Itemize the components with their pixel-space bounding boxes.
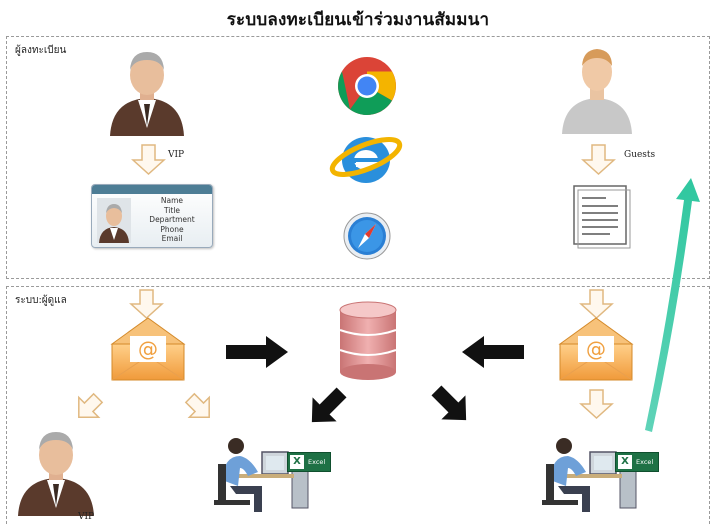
diagonal-arrow-down-left xyxy=(78,392,104,418)
registration-section-label: ผู้ลงทะเบียน xyxy=(15,45,67,56)
vip-bottom-label: VIP xyxy=(78,512,95,522)
vip-label: VIP xyxy=(168,150,185,160)
card-field-name: Name xyxy=(160,196,184,205)
diagonal-arrow-down-right xyxy=(184,392,210,418)
down-arrow-vip xyxy=(131,144,166,176)
admin-section: ระบบ:ผู้ดูแล xyxy=(6,286,710,524)
email-envelope-left-icon: @ xyxy=(110,317,186,381)
excel-icon: X xyxy=(618,455,632,469)
excel-icon: X xyxy=(290,455,304,469)
internet-explorer-icon xyxy=(329,137,403,183)
card-field-department: Department xyxy=(149,215,195,224)
registration-section: ผู้ลงทะเบียน xyxy=(6,36,710,279)
guests-label: Guests xyxy=(624,150,656,160)
excel-badge-left: X Excel xyxy=(287,452,331,472)
teal-return-arrow xyxy=(645,178,700,432)
arrow-envelope-right-to-database xyxy=(462,336,524,368)
card-fields: Name Title Department Phone Email xyxy=(134,196,210,244)
down-arrow-admin-left xyxy=(129,289,164,320)
vip-person-bottom-icon xyxy=(18,432,94,516)
vip-business-card: Name Title Department Phone Email xyxy=(91,184,213,248)
down-arrow-guest xyxy=(581,144,616,176)
card-field-email: Email xyxy=(161,234,183,243)
vip-person-icon xyxy=(110,52,184,136)
document-form-icon xyxy=(573,185,631,249)
card-field-phone: Phone xyxy=(160,224,184,234)
page-title: ระบบลงทะเบียนเข้าร่วมงานสัมมนา xyxy=(226,10,490,30)
card-photo-icon xyxy=(97,198,131,243)
card-header-bar xyxy=(92,185,212,194)
card-field-title: Title xyxy=(163,205,181,215)
database-icon xyxy=(339,301,397,380)
svg-text:@: @ xyxy=(586,337,606,361)
excel-label: Excel xyxy=(636,458,654,466)
excel-label: Excel xyxy=(308,458,326,466)
svg-text:@: @ xyxy=(138,337,158,361)
guest-person-icon xyxy=(562,49,632,134)
arrow-envelope-to-database xyxy=(226,336,288,368)
email-envelope-right-icon: @ xyxy=(558,317,634,381)
admin-section-label: ระบบ:ผู้ดูแล xyxy=(15,295,67,306)
arrow-database-to-left-admin xyxy=(311,387,347,423)
down-arrow-admin-right xyxy=(579,289,614,320)
safari-icon xyxy=(343,212,391,260)
admin-worker-right-icon xyxy=(542,438,637,512)
down-arrow-admin-right-lower xyxy=(579,389,614,420)
admin-worker-left-icon xyxy=(214,438,309,512)
excel-badge-right: X Excel xyxy=(615,452,659,472)
arrow-database-to-right-admin xyxy=(431,385,467,421)
chrome-icon xyxy=(338,57,396,115)
